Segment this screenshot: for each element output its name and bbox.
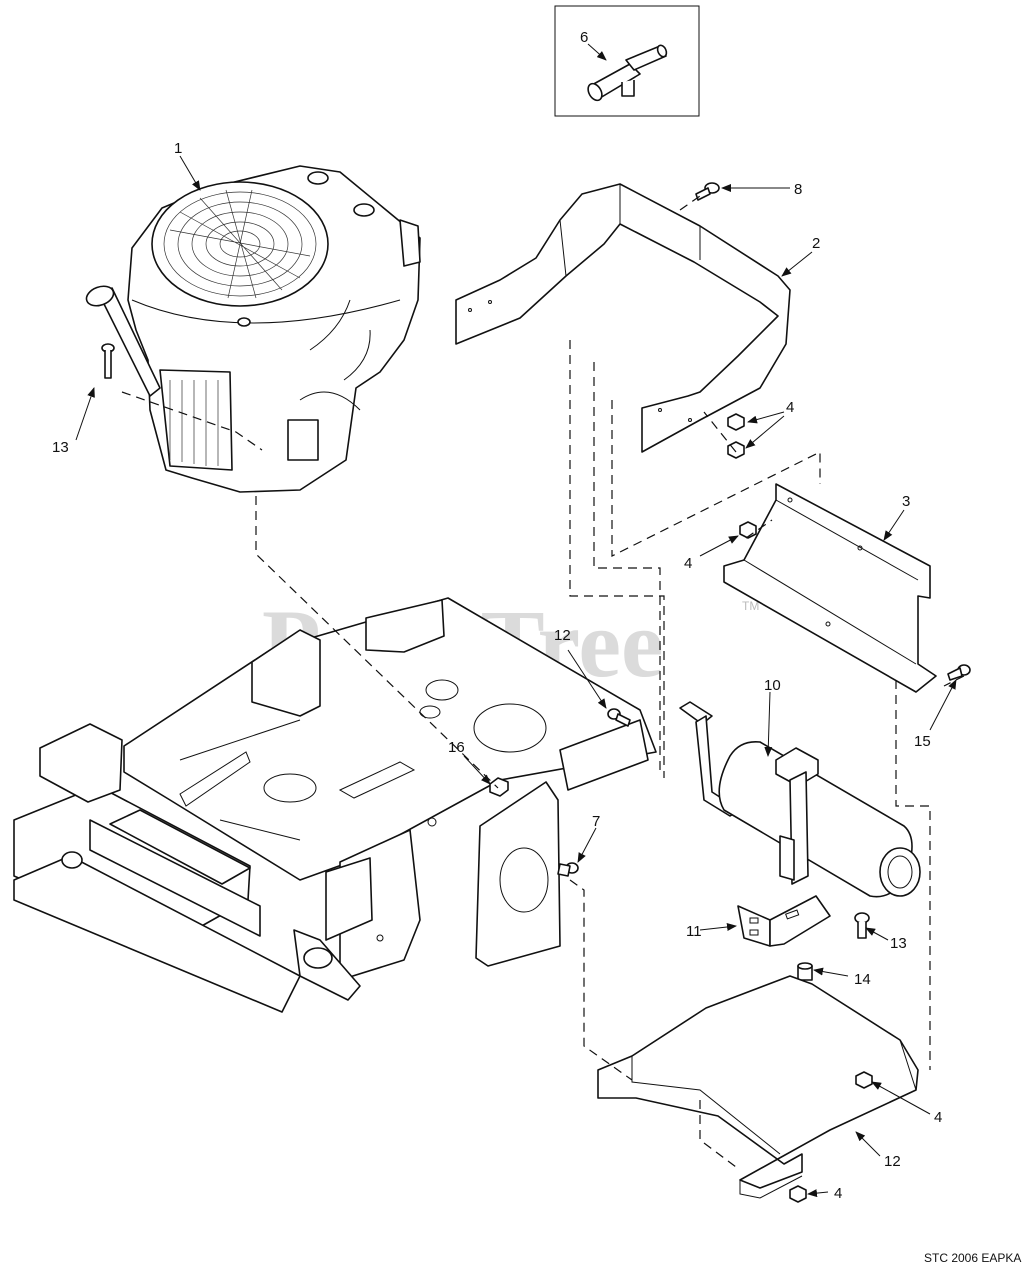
callout-14: 14 (854, 971, 871, 988)
callout-4-bottom: 4 (834, 1185, 842, 1202)
screw-part-12 (607, 708, 631, 727)
nut-part-4-bracket (739, 521, 757, 539)
callout-13: 13 (890, 935, 907, 952)
nut-part-16 (489, 777, 509, 797)
callout-4-shield: 4 (786, 399, 794, 416)
callout-10: 12 (884, 1153, 901, 1170)
callout-11: 13 (52, 439, 69, 456)
screw-part-7 (695, 182, 720, 201)
callout-2: 2 (812, 235, 820, 252)
callout-4-bracket: 4 (684, 555, 692, 572)
callout-3: 3 (902, 493, 910, 510)
drawing-code: STC 2006 EAPKA (924, 1251, 1021, 1265)
nut-part-4-skid (789, 1071, 873, 1203)
callout-15: 15 (914, 733, 931, 750)
inset-box-part-5 (554, 5, 700, 117)
callout-12: 12 (554, 627, 571, 644)
engine-part-1 (85, 165, 421, 493)
callout-8: 10 (764, 677, 781, 694)
bolt-part-6 (557, 862, 579, 877)
bolt-part-11 (101, 343, 115, 379)
bracket-part-3 (723, 483, 937, 693)
mower-frame (13, 597, 657, 1013)
callout-5: 6 (580, 29, 588, 46)
callout-6: 7 (592, 813, 600, 830)
watermark-trademark: TM (742, 599, 759, 613)
screw-part-15 (947, 664, 971, 681)
leader-lines (75, 43, 957, 1198)
skid-plate-part-10 (597, 975, 919, 1199)
bolt-part-13 (854, 912, 870, 939)
callout-1: 1 (174, 140, 182, 157)
nut-part-14 (797, 962, 813, 981)
callout-9: 11 (686, 923, 702, 940)
callout-7: 8 (794, 181, 802, 198)
callout-16: 16 (448, 739, 465, 756)
bracket-part-9 (737, 895, 831, 947)
nut-part-4-upper (727, 413, 745, 459)
muffler-part-8 (679, 701, 921, 898)
heat-shield-part-2 (455, 183, 791, 453)
callout-labels: 1 6 8 2 4 3 4 15 10 13 12 16 7 11 13 14 … (52, 29, 942, 1202)
alignment-lines (121, 195, 965, 1171)
callout-4-skid: 4 (934, 1109, 942, 1126)
